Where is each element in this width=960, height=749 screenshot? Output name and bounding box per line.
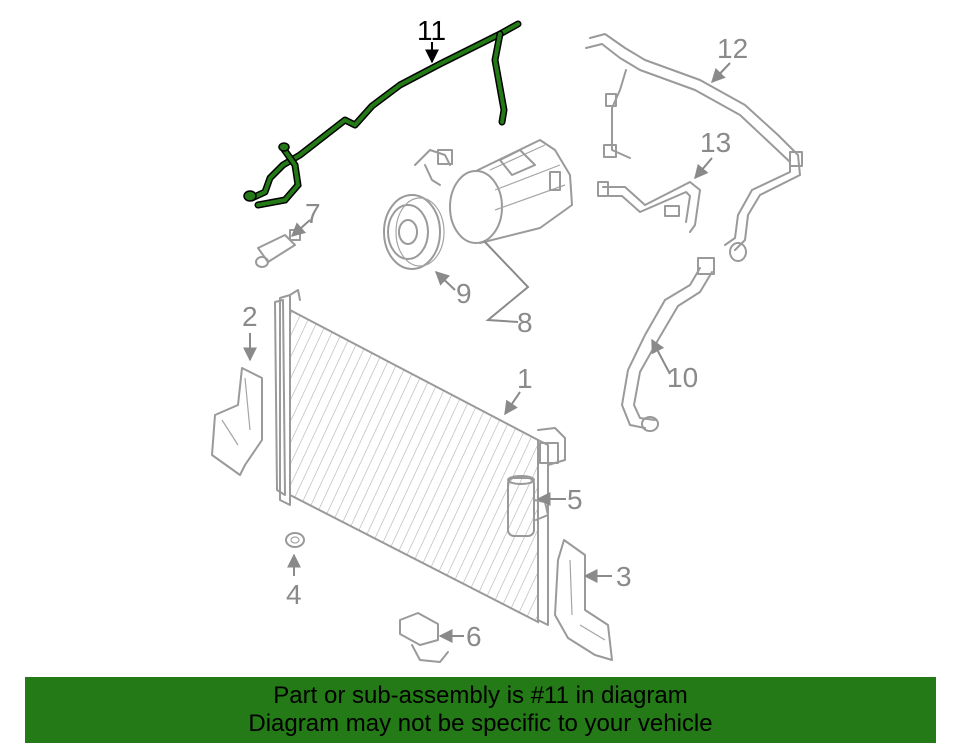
part-4-grommet[interactable] [285,532,305,548]
callout-7: 7 [305,198,321,229]
callout-13: 13 [700,127,731,158]
callout-6: 6 [466,621,482,652]
leader-lines [243,42,731,643]
part-1-condenser[interactable] [274,289,566,626]
part-2-bracket[interactable] [211,367,263,476]
info-banner: Part or sub-assembly is #11 in diagram D… [25,677,936,743]
part-10-hose[interactable] [621,257,715,432]
banner-line-1: Part or sub-assembly is #11 in diagram [273,682,688,709]
callout-2: 2 [242,301,258,332]
callout-9: 9 [456,278,472,309]
part-3-bracket[interactable] [554,539,613,661]
callout-5: 5 [567,484,583,515]
part-13-pipe[interactable] [597,181,701,233]
part-12-pipe[interactable] [585,33,803,262]
part-9-clutch[interactable] [383,194,445,270]
callout-12: 12 [717,33,748,64]
part-6-connector[interactable] [399,612,449,663]
callout-8: 8 [517,307,533,338]
callout-1: 1 [517,363,533,394]
callout-10: 10 [667,362,698,393]
part-8-compressor[interactable] [414,139,573,244]
part-11-hose[interactable] [243,20,522,209]
callout-3: 3 [616,561,632,592]
callout-11: 11 [417,15,446,46]
banner-line-2: Diagram may not be specific to your vehi… [248,710,713,737]
callout-4: 4 [286,579,302,610]
